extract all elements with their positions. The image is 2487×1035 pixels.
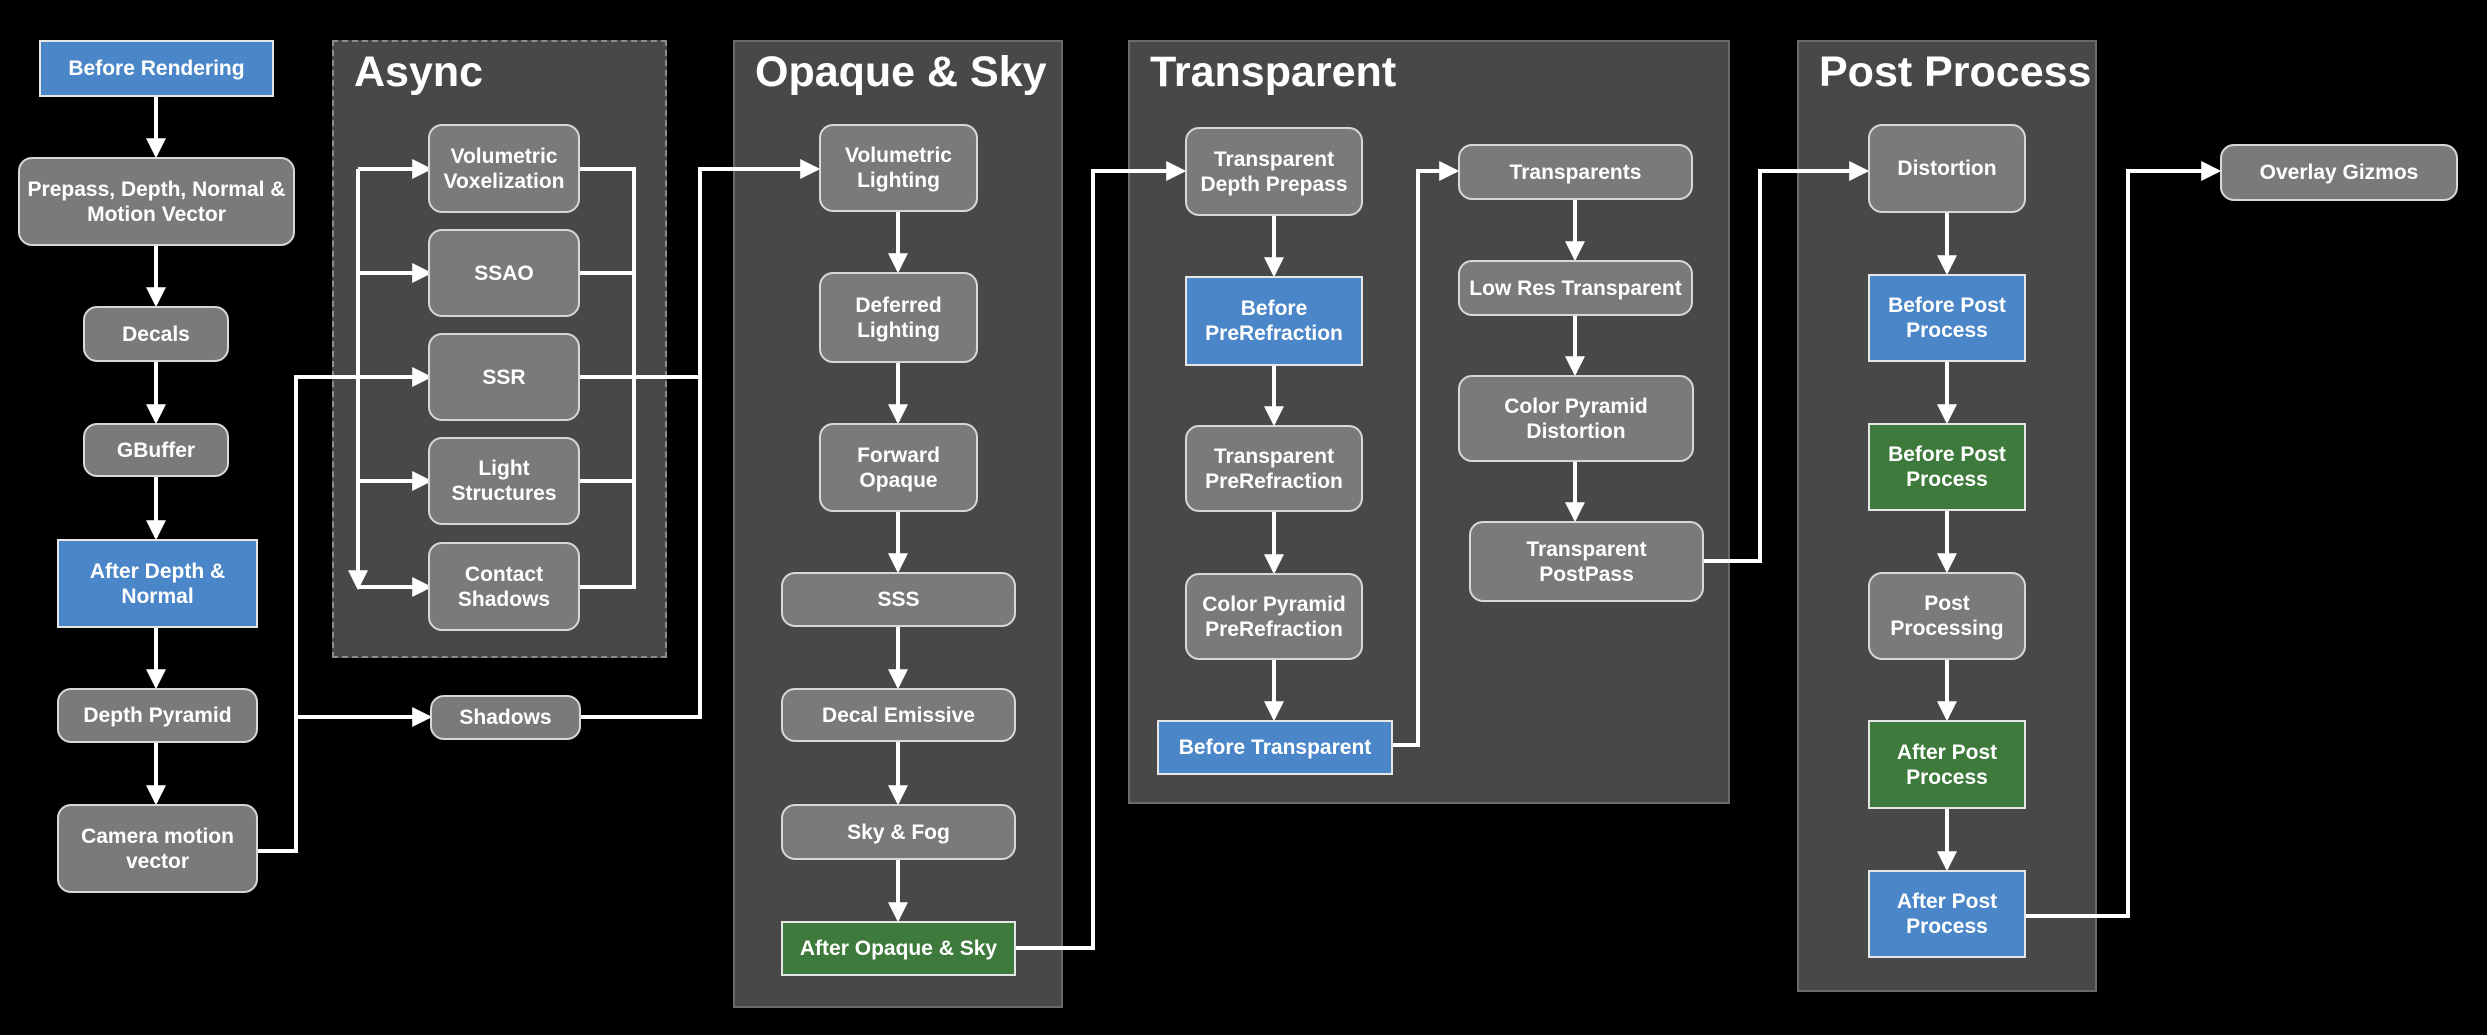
ssr-node: SSR — [428, 333, 580, 421]
line-shadows-to-vol-lighting — [581, 377, 702, 719]
camera-motion-vector-node: Camera motion vector — [57, 804, 258, 893]
after-opaque-sky-node: After Opaque & Sky — [781, 921, 1016, 976]
post-processing-node: Post Processing — [1868, 572, 2026, 660]
before-prerefraction-node: Before PreRefraction — [1185, 276, 1363, 366]
transparents-node: Transparents — [1458, 144, 1693, 200]
volumetric-voxelization-node: Volumetric Voxelization — [428, 124, 580, 213]
shadows-node: Shadows — [430, 695, 581, 740]
arrow-postpass-to-distortion — [1704, 161, 1870, 563]
before-transparent-node: Before Transparent — [1157, 720, 1393, 775]
overlay-gizmos-node: Overlay Gizmos — [2220, 144, 2458, 201]
before-post-process-blue-node: Before Post Process — [1868, 274, 2026, 362]
sky-fog-node: Sky & Fog — [781, 804, 1016, 860]
depth-pyramid-node: Depth Pyramid — [57, 688, 258, 743]
transparent-depth-prepass-node: Transparent Depth Prepass — [1185, 127, 1363, 216]
deferred-lighting-node: Deferred Lighting — [819, 272, 978, 363]
transparent-postpass-node: Transparent PostPass — [1469, 521, 1704, 602]
arrow-after-opaque-to-transparent-depth — [1016, 161, 1187, 950]
prepass-depth-normal-motion-node: Prepass, Depth, Normal & Motion Vector — [18, 157, 295, 246]
arrow-bus-to-ssr — [294, 367, 433, 717]
decals-node: Decals — [83, 306, 229, 362]
gbuffer-node: GBuffer — [83, 423, 229, 477]
contact-shadows-node: Contact Shadows — [428, 542, 580, 631]
before-post-process-green-node: Before Post Process — [1868, 423, 2026, 511]
color-pyramid-prerefraction-node: Color Pyramid PreRefraction — [1185, 573, 1363, 660]
arrow-after-post-to-overlay-gizmos — [2025, 161, 2222, 918]
arrow-before-transparent-to-transparents — [1393, 161, 1460, 747]
after-post-process-blue-node: After Post Process — [1868, 870, 2026, 958]
async-panel-title: Async — [354, 48, 484, 96]
low-res-transparent-node: Low Res Transparent — [1458, 260, 1693, 316]
post-process-panel-title: Post Process — [1819, 48, 2092, 96]
arrow-async-to-vol-lighting — [580, 159, 821, 379]
after-post-process-green-node: After Post Process — [1868, 720, 2026, 809]
opaque-sky-panel-title: Opaque & Sky — [755, 48, 1047, 96]
after-depth-normal-node: After Depth & Normal — [57, 539, 258, 628]
arrow-camera-motion-to-shadows — [258, 707, 433, 853]
ssao-node: SSAO — [428, 229, 580, 317]
before-rendering-node: Before Rendering — [39, 40, 274, 97]
decal-emissive-node: Decal Emissive — [781, 688, 1016, 742]
transparent-panel-title: Transparent — [1150, 48, 1397, 96]
forward-opaque-node: Forward Opaque — [819, 423, 978, 512]
transparent-prerefraction-node: Transparent PreRefraction — [1185, 425, 1363, 512]
sss-node: SSS — [781, 572, 1016, 627]
distortion-node: Distortion — [1868, 124, 2026, 213]
volumetric-lighting-node: Volumetric Lighting — [819, 124, 978, 212]
light-structures-node: Light Structures — [428, 437, 580, 525]
color-pyramid-distortion-node: Color Pyramid Distortion — [1458, 375, 1694, 462]
